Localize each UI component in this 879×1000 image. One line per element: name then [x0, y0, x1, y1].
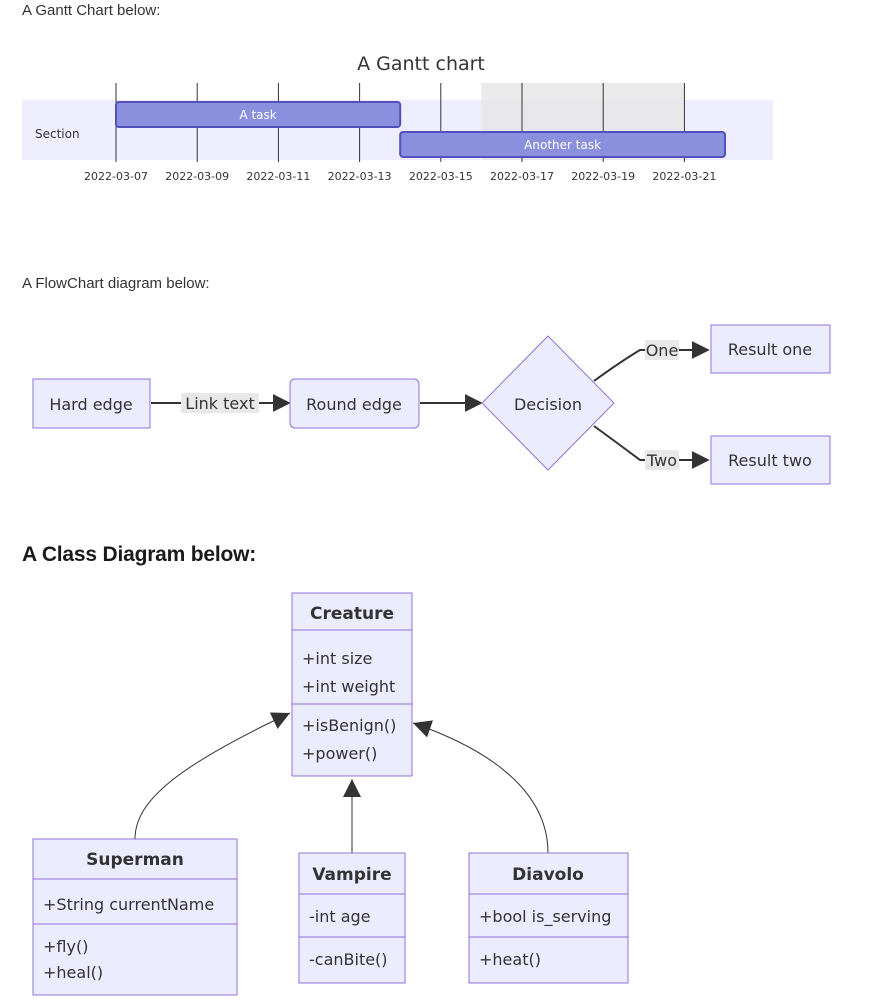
gantt-task-label: A task [239, 108, 276, 122]
node-result-one-label: Result one [728, 340, 812, 359]
gantt-tick-label: 2022-03-19 [571, 170, 635, 183]
edge-superman-to-creature [134, 712, 291, 840]
gantt-tick-labels: 2022-03-07 2022-03-09 2022-03-11 2022-03-13… [84, 170, 716, 183]
class-creature-attr: +int weight [302, 677, 395, 696]
gantt-tick-label: 2022-03-07 [84, 170, 148, 183]
node-result-one: Result one [710, 324, 831, 374]
flowchart-intro-text: A FlowChart diagram below: [22, 275, 210, 292]
class-superman-method: +heal() [43, 963, 103, 982]
gantt-tick-label: 2022-03-21 [652, 170, 716, 183]
gantt-tick-label: 2022-03-17 [490, 170, 554, 183]
edge-decision-to-one [593, 341, 710, 382]
gantt-title: A Gantt chart [357, 53, 485, 75]
class-diavolo-method: +heat() [479, 950, 541, 969]
class-creature-method: +isBenign() [302, 716, 396, 735]
gantt-tick-label: 2022-03-13 [328, 170, 392, 183]
class-superman: Superman +String currentName +fly() +hea… [32, 838, 238, 996]
class-diagram: Creature +int size +int weight +isBenign… [32, 592, 629, 996]
gantt-tick-label: 2022-03-15 [409, 170, 473, 183]
class-vampire: Vampire -int age -canBite() [298, 852, 406, 984]
class-superman-name: Superman [86, 850, 184, 870]
edge-decision-to-two [593, 425, 710, 469]
gantt-task-label: Another task [524, 138, 601, 152]
node-hard-edge: Hard edge [32, 378, 151, 429]
edge-label-one: One [646, 341, 679, 360]
edge-diavolo-to-creature [412, 720, 549, 854]
edge-label-link-bg [181, 393, 259, 413]
class-vampire-name: Vampire [312, 865, 391, 885]
class-vampire-attr: -int age [309, 907, 371, 926]
class-diagram-heading: A Class Diagram below: [22, 543, 257, 566]
class-vampire-method: -canBite() [309, 950, 388, 969]
edge-label-two: Two [646, 451, 677, 470]
node-round-edge-label: Round edge [306, 395, 402, 414]
class-diavolo-name: Diavolo [512, 865, 584, 885]
node-decision-label: Decision [514, 395, 582, 414]
class-creature-name: Creature [310, 604, 394, 624]
gantt-intro-text: A Gantt Chart below: [22, 2, 161, 19]
gantt-task-bar [399, 131, 726, 158]
node-hard-edge-label: Hard edge [49, 395, 132, 414]
edge-label-link: Link text [185, 394, 254, 413]
flowchart-diagram: Link text One Two Hard edge Round edge D… [32, 324, 831, 485]
gantt-tick-label: 2022-03-11 [246, 170, 310, 183]
class-creature: Creature +int size +int weight +isBenign… [291, 592, 413, 777]
node-decision: Decision [481, 335, 615, 471]
node-round-edge: Round edge [289, 378, 420, 429]
gantt-section-label: Section [35, 127, 80, 141]
node-result-two-label: Result two [728, 451, 812, 470]
class-diavolo: Diavolo +bool is_serving +heat() [468, 852, 629, 984]
class-diavolo-attr: +bool is_serving [479, 907, 611, 927]
edge-label-one-bg [645, 340, 679, 360]
class-superman-method: +fly() [43, 937, 88, 956]
class-superman-attr: +String currentName [43, 895, 214, 914]
gantt-tick-label: 2022-03-09 [165, 170, 229, 183]
class-creature-method: +power() [302, 744, 377, 763]
node-result-two: Result two [710, 435, 831, 485]
gantt-task-bar [115, 101, 402, 128]
edge-label-two-bg [645, 450, 679, 470]
class-creature-attr: +int size [302, 649, 372, 668]
